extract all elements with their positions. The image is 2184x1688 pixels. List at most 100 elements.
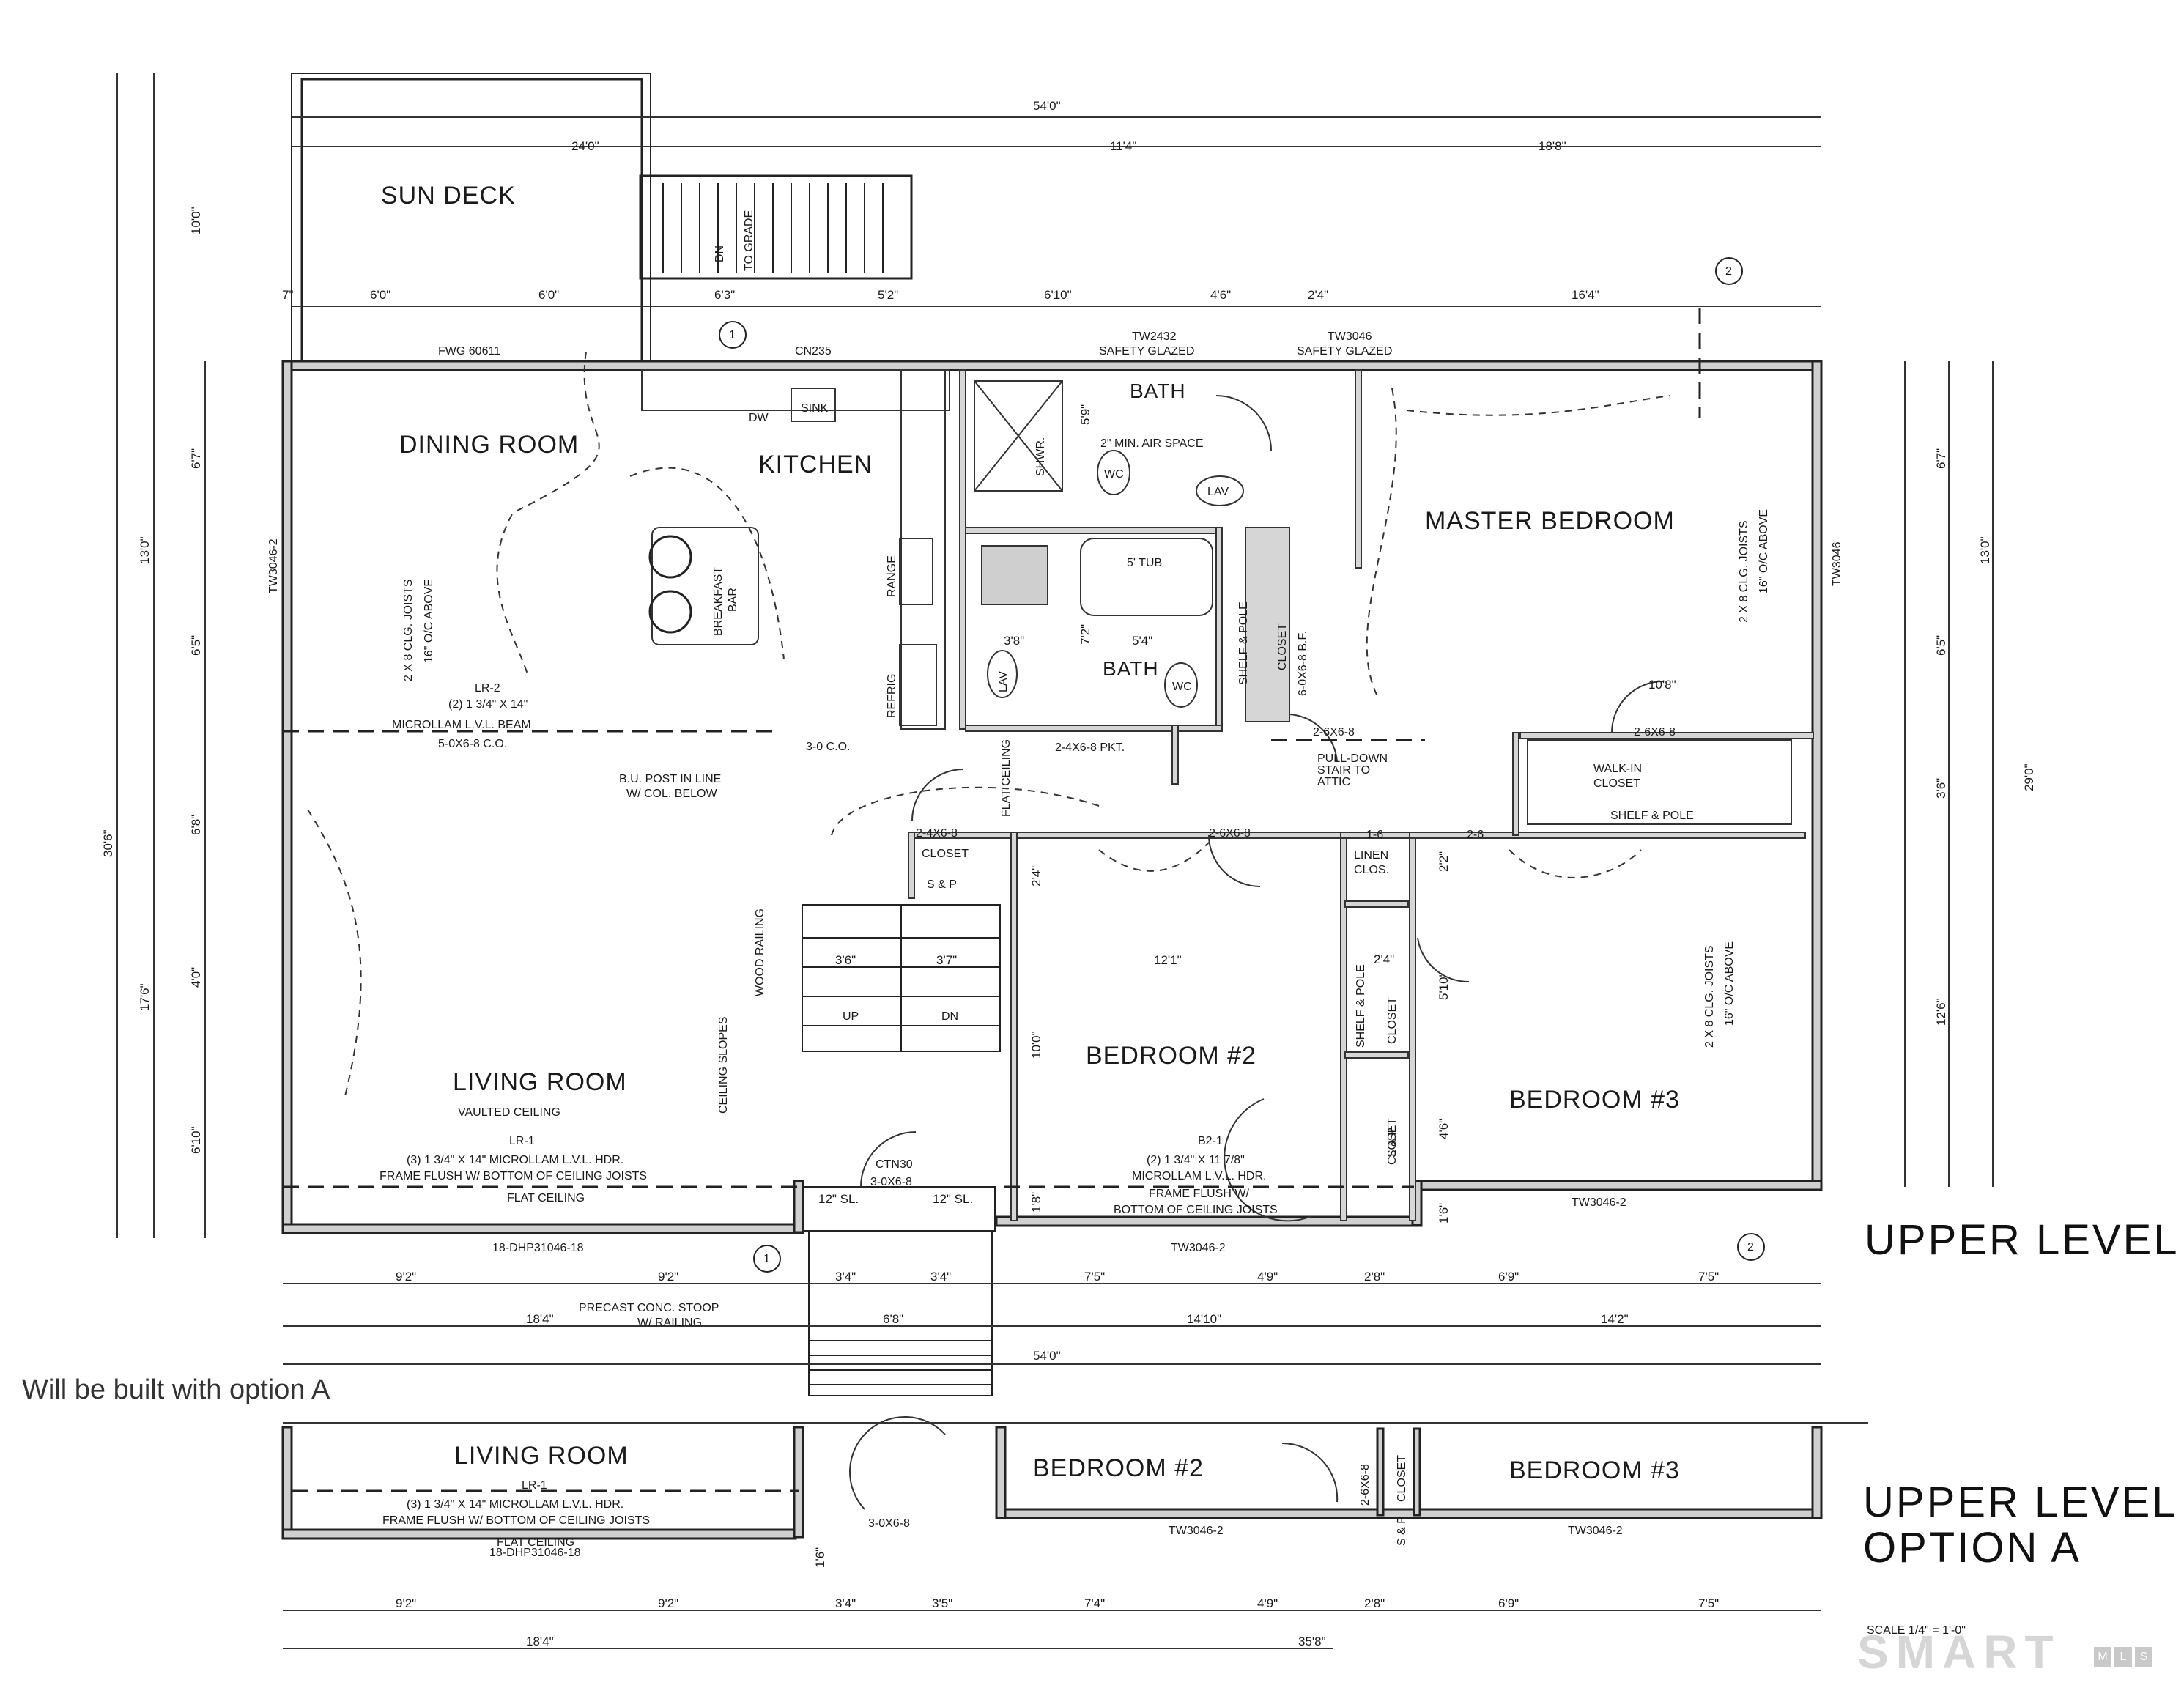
window-bed2-label: TW3046-2 bbox=[1171, 1242, 1226, 1254]
flat-ceiling-label-2: FLAT CEILING bbox=[507, 1192, 585, 1204]
safety-glazed-label-2: SAFETY GLAZED bbox=[1297, 345, 1392, 358]
dim-inner-510: 5'10" bbox=[1437, 972, 1451, 1000]
entry-stoop bbox=[802, 1186, 996, 1396]
watermark-letter-m: M bbox=[2094, 1647, 2111, 1667]
window-tw3046-label: TW3046 bbox=[1328, 330, 1372, 343]
bu-post-label-2: W/ COL. BELOW bbox=[626, 788, 717, 800]
stoop-label-1: PRECAST CONC. STOOP bbox=[579, 1302, 719, 1314]
dim-left-40: 4'0" bbox=[189, 967, 203, 988]
option-a-sp-label: S & P bbox=[1396, 1516, 1408, 1546]
option-a-tw2-label: TW3046-2 bbox=[1568, 1525, 1623, 1537]
b21-hdr-2: MICROLLAM L.V.L. HDR. bbox=[1132, 1170, 1266, 1182]
pull-down-label-3: ATTIC bbox=[1317, 776, 1350, 788]
dim-inner-46: 4'6" bbox=[1437, 1119, 1451, 1139]
door-2468-label: 2-4X6-8 bbox=[916, 827, 958, 840]
window-tw2432-label: TW2432 bbox=[1132, 330, 1177, 343]
dim-top-164: 16'4" bbox=[1572, 288, 1599, 302]
dim-top-46: 4'6" bbox=[1210, 288, 1231, 302]
bath-fixtures bbox=[974, 380, 1244, 708]
wc-label-1: WC bbox=[1104, 468, 1124, 481]
section-marker-1 bbox=[719, 257, 1765, 1273]
dim-bottom-69: 6'9" bbox=[1498, 1270, 1519, 1284]
door-3068-label: 3-0X6-8 bbox=[870, 1176, 912, 1188]
option-a-dim-lines bbox=[283, 1422, 1868, 1649]
option-a-closet-label: CLOSET bbox=[1396, 1455, 1408, 1502]
option-a-dim-49: 4'9" bbox=[1257, 1596, 1278, 1610]
air-space-label: 2" MIN. AIR SPACE bbox=[1100, 437, 1204, 450]
option-a-dhp-label: 18-DHP31046-18 bbox=[489, 1547, 581, 1559]
closet-label: CLOSET bbox=[922, 848, 969, 860]
section-1-bottom: 1 bbox=[763, 1253, 770, 1265]
window-cn235-label: CN235 bbox=[795, 345, 832, 358]
watermark-letter-s: S bbox=[2135, 1647, 2152, 1667]
dim-bottom-34b: 3'4" bbox=[930, 1270, 951, 1284]
pocket-door-label: 2-4X6-8 PKT. bbox=[1055, 741, 1125, 754]
flat-ceiling-label-1: FLAT CEILING bbox=[1000, 739, 1013, 817]
dim-bottom-75b: 7'5" bbox=[1698, 1270, 1719, 1284]
living-room-sub: VAULTED CEILING bbox=[458, 1106, 560, 1119]
dim-top-63: 6'3" bbox=[714, 288, 735, 302]
beam-lines bbox=[283, 308, 1701, 1188]
option-a-dim-92b: 9'2" bbox=[658, 1596, 678, 1610]
door-2668-label-1: 2-6X6-8 bbox=[1209, 827, 1251, 840]
dim-left-68: 6'8" bbox=[189, 815, 203, 835]
ceiling-slopes-label: CEILING SLOPES bbox=[717, 1017, 730, 1114]
closet-vert-label-2: CLOSET bbox=[1276, 623, 1289, 670]
option-a-dim-28: 2'8" bbox=[1364, 1596, 1385, 1610]
lr1-hdr-1: (3) 1 3/4" X 14" MICROLLAM L.V.L. HDR. bbox=[407, 1154, 623, 1166]
dim-right-67: 6'7" bbox=[1934, 448, 1948, 469]
dim-bottom-92b: 9'2" bbox=[658, 1270, 678, 1284]
bedroom-3-label: BEDROOM #3 bbox=[1509, 1086, 1680, 1114]
shelf-pole-label: SHELF & POLE bbox=[1610, 810, 1694, 822]
dim-bottom-1410: 14'10" bbox=[1187, 1312, 1221, 1326]
option-a-hdr-2: FRAME FLUSH W/ BOTTOM OF CEILING JOISTS bbox=[382, 1514, 650, 1527]
option-a-door-label: 3-0X6-8 bbox=[868, 1517, 910, 1530]
dim-left-67: 6'7" bbox=[189, 448, 203, 469]
section-2-bottom: 2 bbox=[1747, 1241, 1754, 1254]
shelf-pole-vert-1: SHELF & POLE bbox=[1237, 601, 1250, 685]
interior-stairs bbox=[802, 904, 1001, 1052]
dim-inner-38: 3'8" bbox=[1004, 634, 1024, 648]
dim-inner-72: 7'2" bbox=[1078, 624, 1092, 645]
option-a-flat: FLAT CEILING bbox=[497, 1536, 574, 1549]
interior-walls bbox=[908, 369, 1814, 1221]
option-a-dim-34: 3'4" bbox=[835, 1596, 856, 1610]
dim-inner-36: 3'6" bbox=[835, 953, 856, 967]
lr2-beam-2: MICROLLAM L.V.L. BEAM bbox=[392, 719, 531, 731]
joists-dining-2: 16" O/C ABOVE bbox=[423, 579, 435, 663]
option-a-bed2-label: BEDROOM #2 bbox=[1033, 1454, 1204, 1482]
kitchen-counters bbox=[641, 369, 950, 730]
option-note: Will be built with option A bbox=[22, 1374, 330, 1405]
option-a-dim-75: 7'5" bbox=[1698, 1596, 1719, 1610]
wood-railing-label: WOOD RAILING bbox=[754, 908, 766, 996]
dim-bottom-184: 18'4" bbox=[526, 1312, 554, 1326]
lr2-tag: LR-2 bbox=[475, 682, 500, 695]
dim-top-18: 18'8" bbox=[1539, 139, 1566, 153]
stoop-label-2: W/ RAILING bbox=[637, 1317, 702, 1329]
b21-tag: B2-1 bbox=[1198, 1135, 1223, 1147]
dim-inner-22: 2'2" bbox=[1437, 851, 1451, 872]
bu-post-label-1: B.U. POST IN LINE bbox=[619, 773, 721, 785]
lr2-beam-3: 5-0X6-8 C.O. bbox=[438, 738, 507, 750]
b21-hdr-3: FRAME FLUSH W/ bbox=[1149, 1188, 1249, 1200]
breakfast-bar-label: BREAKFAST bbox=[712, 567, 725, 636]
watermark-letter-l: L bbox=[2114, 1647, 2132, 1667]
dim-left-610: 6'10" bbox=[189, 1126, 203, 1154]
joists-dining-1: 2 X 8 CLG. JOISTS bbox=[402, 579, 415, 681]
door-2668-label-3: 2-6X6-8 bbox=[1634, 726, 1676, 738]
option-a-title-2: OPTION A bbox=[1863, 1524, 2081, 1572]
door-6068-label: 6-0X6-8 B.F. bbox=[1297, 631, 1309, 696]
linen-closet-label: LINEN bbox=[1354, 849, 1388, 862]
pull-down-label-1: PULL-DOWN bbox=[1317, 752, 1388, 765]
to-grade-label: TO GRADE bbox=[743, 210, 755, 271]
dim-inner-100: 10'0" bbox=[1029, 1031, 1043, 1059]
window-bed3-label: TW3046-2 bbox=[1572, 1196, 1626, 1209]
closet-vert-label-3: CLOSET bbox=[1386, 1118, 1399, 1165]
upper-level-title: UPPER LEVEL bbox=[1865, 1216, 2180, 1264]
door-16-label: 1-6 bbox=[1366, 829, 1383, 841]
dim-inner-108: 10'8" bbox=[1648, 678, 1676, 692]
kitchen-label: KITCHEN bbox=[758, 451, 873, 478]
joists-bed3-1: 2 X 8 CLG. JOISTS bbox=[1703, 945, 1716, 1048]
range-label: RANGE bbox=[886, 555, 898, 597]
